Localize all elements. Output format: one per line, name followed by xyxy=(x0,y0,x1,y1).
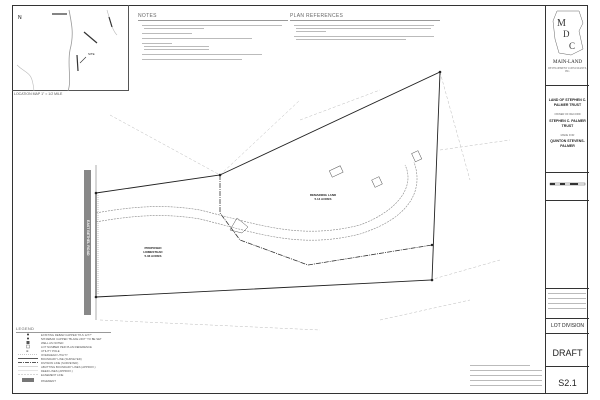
road-pavement xyxy=(84,170,91,315)
legend-items: EXISTING REBAR CAPPED "PLS 1277" 5/8 REB… xyxy=(16,333,136,393)
legend-underline xyxy=(16,332,111,333)
company-logo: M D C xyxy=(552,10,584,56)
legend-symbols: ⊕ xyxy=(18,333,38,382)
survey-plan xyxy=(84,70,511,331)
plan-references-heading: PLAN REFERENCES xyxy=(290,13,344,19)
drawing-frame xyxy=(12,5,588,394)
buildings xyxy=(229,150,423,234)
legend-heading: LEGEND xyxy=(16,326,35,331)
sheet-title: LOT DIVISION xyxy=(546,318,589,333)
legend: LEGEND xyxy=(16,326,316,333)
legend-item: LOT NUMBER PER PLAN REFERENCE xyxy=(41,345,92,349)
svg-text:⊕: ⊕ xyxy=(26,349,29,353)
plan-references-underline xyxy=(290,20,440,21)
boundary-lines xyxy=(95,71,441,298)
scale-bar-section xyxy=(546,172,589,200)
svg-text:M: M xyxy=(557,18,566,29)
legend-item: DIVISION LINE (SURVEYED) xyxy=(41,361,79,365)
client-name: QUINTON STEVENS-PALMER xyxy=(550,139,585,148)
revision-table xyxy=(546,288,589,318)
company-subtitle: DEVELOPMENT CONSULTANTS, INC. xyxy=(548,67,587,74)
legend-item: ABUTTING BOUNDARY LINES (APPROX.) xyxy=(41,365,96,369)
road-label: EAST BETHEL ROAD xyxy=(86,220,90,256)
location-map: N SITE xyxy=(12,5,129,92)
legend-item: DEED LINES (APPROX.) xyxy=(41,369,73,373)
legend-item: WELL AS NOTED xyxy=(41,341,64,345)
legend-item: BOUNDARY LINE (SURVEYED) xyxy=(41,357,82,361)
scale-bar xyxy=(549,182,586,186)
lot2-area: 5.14 ACRES xyxy=(314,197,332,201)
abutting-lines xyxy=(99,71,511,331)
location-map-caption: LOCATION MAP 1" = 1/2 MILE xyxy=(14,92,63,96)
legend-item: UTILITY POLE xyxy=(41,349,60,353)
location-map-drawing: N xyxy=(16,9,118,92)
lot1-name: PROPOSED HOMESTEAD xyxy=(143,246,163,254)
legend-item: 5/8 REBAR CAPPED "BLAKE 2467" TO BE SET xyxy=(41,337,102,341)
legend-item: EXISTING REBAR CAPPED "PLS 1277" xyxy=(41,333,92,337)
lot1-area: 5.33 ACRES xyxy=(144,254,162,258)
company-name: MAIN-LAND xyxy=(553,60,582,65)
svg-text:C: C xyxy=(569,41,575,51)
legend-item: PAVEMENT xyxy=(41,379,56,383)
driveway xyxy=(95,161,418,241)
registry-block xyxy=(470,363,542,391)
legend-item: EASEMENT LINE xyxy=(41,373,64,377)
title-block: M D C MAIN-LAND DEVELOPMENT CONSULTANTS,… xyxy=(545,5,589,394)
notes-underline xyxy=(138,20,288,21)
notes-heading: NOTES xyxy=(138,13,157,19)
sheet-number: S2.1 xyxy=(546,366,589,394)
owner-label: OWNER OF RECORD xyxy=(554,113,581,116)
made-for-label: MADE FOR xyxy=(560,134,575,138)
division-line xyxy=(219,175,433,266)
notes-text xyxy=(138,24,288,64)
plan-references-text xyxy=(290,24,440,44)
svg-text:N: N xyxy=(18,15,22,21)
legend-item: OVERHEAD UTILITY xyxy=(41,353,68,357)
owner-name: STEPHEN C. PALMER TRUST xyxy=(549,119,586,128)
svg-text:D: D xyxy=(563,29,570,39)
project-title: LAND OF STEPHEN C. PALMER TRUST xyxy=(548,98,587,107)
status-label: DRAFT xyxy=(546,333,589,366)
site-label: SITE xyxy=(88,52,95,56)
lot2-name: REMAINING LAND xyxy=(309,193,337,197)
